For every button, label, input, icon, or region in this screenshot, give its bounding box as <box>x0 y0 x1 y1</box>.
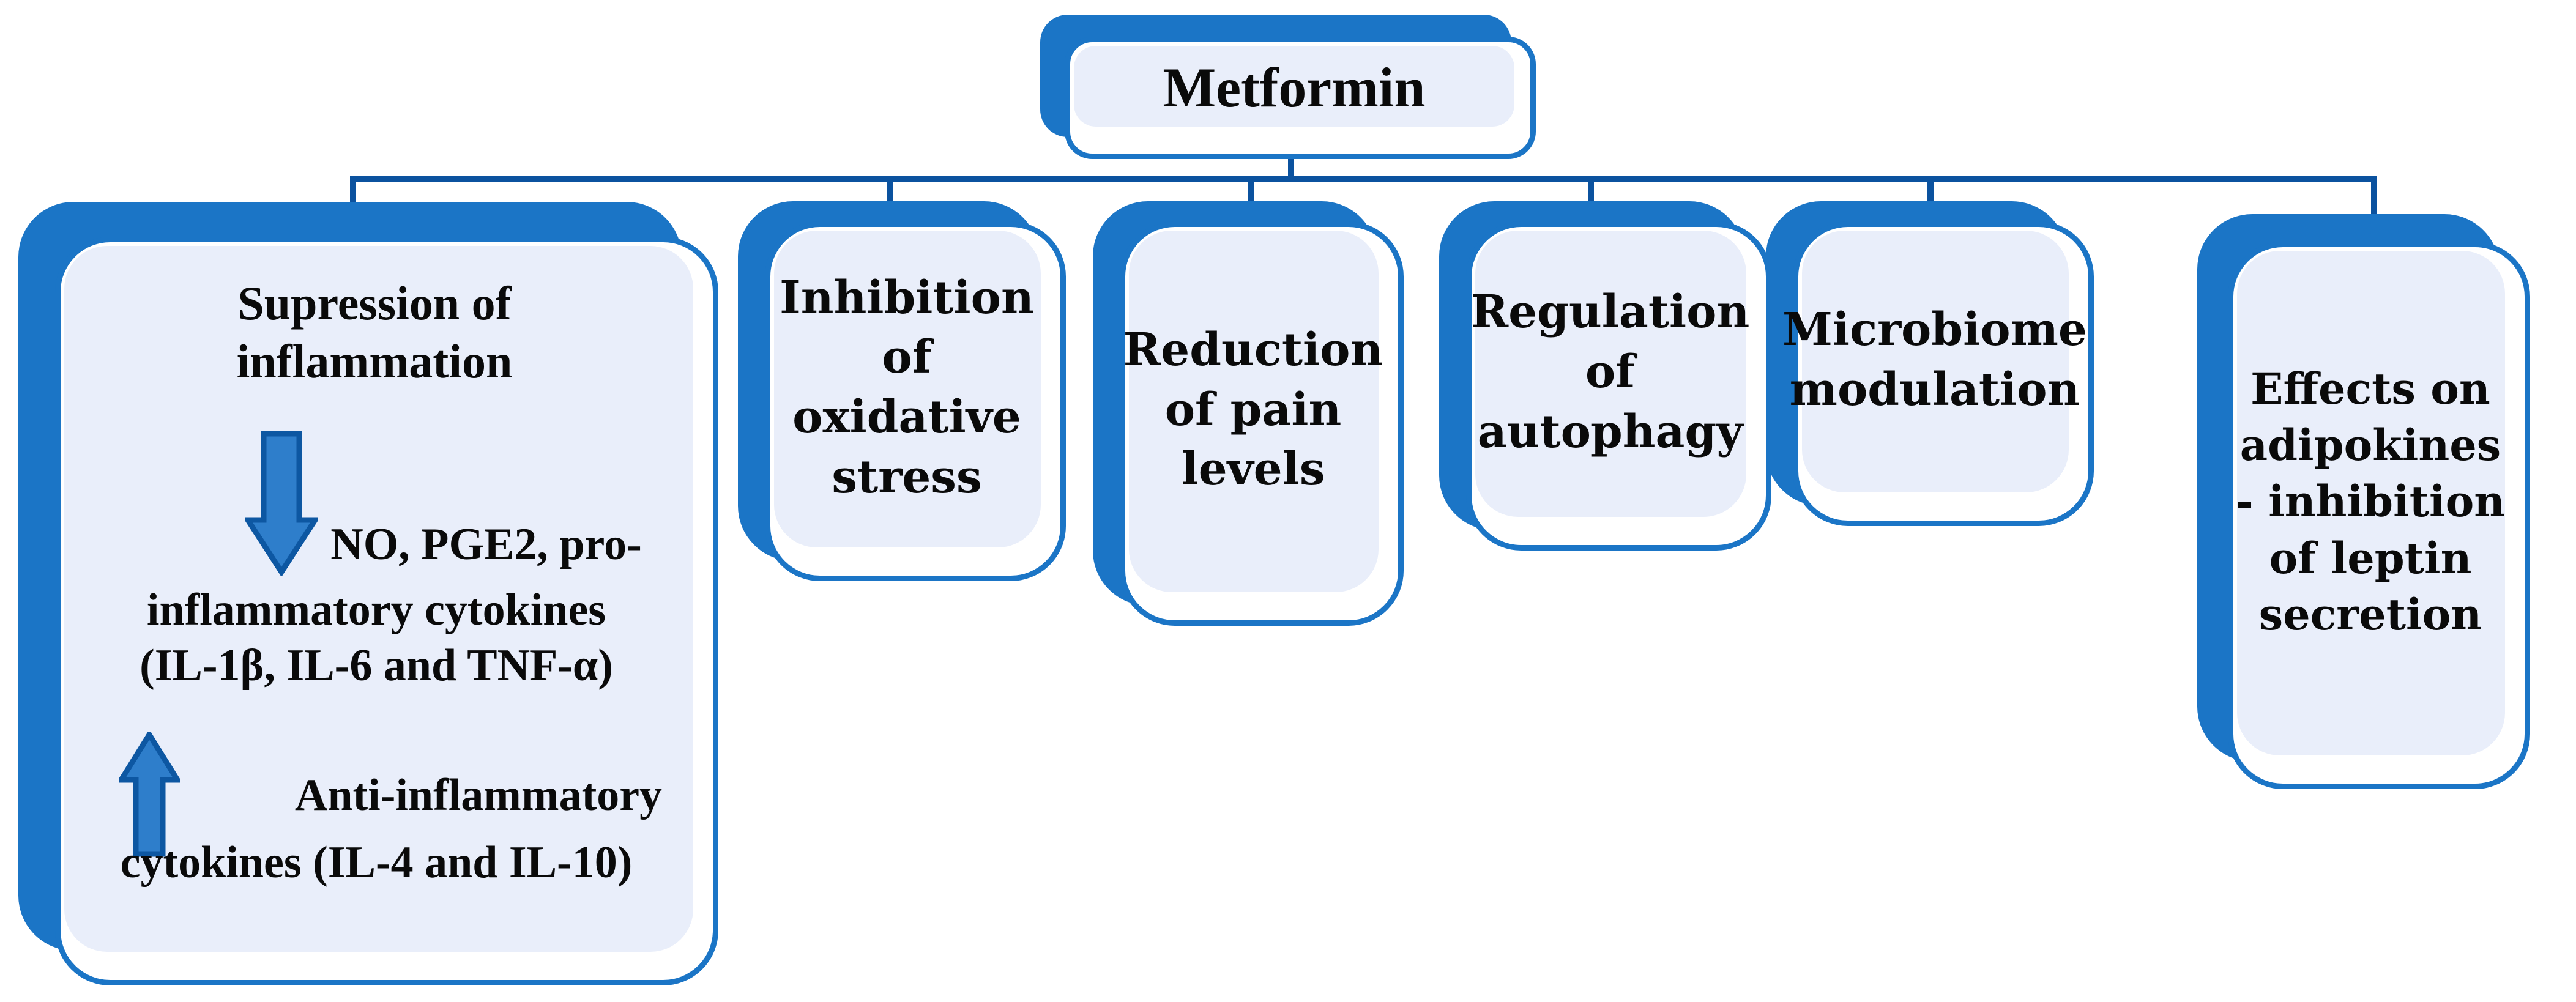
autophagy-box-fill <box>1475 231 1746 517</box>
connector-root-stub <box>1288 153 1294 181</box>
connector-stub-1 <box>350 180 356 206</box>
oxidative-stress-box-fill <box>774 231 1041 547</box>
connector-stub-4 <box>1588 180 1594 206</box>
down-arrow-icon <box>245 431 318 576</box>
up-arrow-icon <box>119 732 180 857</box>
metformin-label: Metformin <box>1163 56 1426 119</box>
pain-levels-box-fill <box>1129 231 1379 592</box>
adipokines-box-fill <box>2237 251 2505 755</box>
autophagy-label: Regulation of autophagy <box>1470 286 1750 458</box>
increased-cytokines-line2: cytokines (IL-4 and IL-10) <box>120 837 633 888</box>
suppression-box: Supression of inflammation NO, PGE2, pro… <box>55 237 718 985</box>
increased-cytokines-line1: Anti-inflammatory <box>294 770 663 820</box>
suppression-box-fill <box>64 246 693 952</box>
pain-levels-box: Reduction of pain levels <box>1120 221 1404 626</box>
metformin-box: Metformin <box>1065 37 1536 159</box>
adipokines-label: Effects on adipokines - inhibition of le… <box>2235 363 2506 640</box>
connector-horizontal-line <box>350 176 2377 182</box>
microbiome-box-fill <box>1802 231 2069 492</box>
connector-stub-2 <box>887 180 893 206</box>
connector-stub-6 <box>2371 180 2377 218</box>
oxidative-stress-box: Inhibition of oxidative stress <box>765 221 1066 581</box>
adipokines-box: Effects on adipokines - inhibition of le… <box>2228 242 2530 789</box>
decreased-mediators-line1: NO, PGE2, pro- <box>330 519 642 570</box>
oxidative-stress-label: Inhibition of oxidative stress <box>780 271 1034 503</box>
connector-stub-5 <box>1927 180 1934 206</box>
metformin-box-fill <box>1074 46 1514 127</box>
suppression-title: Supression of inflammation <box>236 276 513 388</box>
microbiome-label: Microbiome modulation <box>1782 303 2088 416</box>
autophagy-box: Regulation of autophagy <box>1466 221 1771 551</box>
pain-levels-label: Reduction of pain levels <box>1123 323 1383 496</box>
connector-stub-3 <box>1248 180 1254 206</box>
microbiome-box: Microbiome modulation <box>1782 221 2094 526</box>
decreased-mediators-rest: inflammatory cytokines (IL-1β, IL-6 and … <box>140 585 613 691</box>
